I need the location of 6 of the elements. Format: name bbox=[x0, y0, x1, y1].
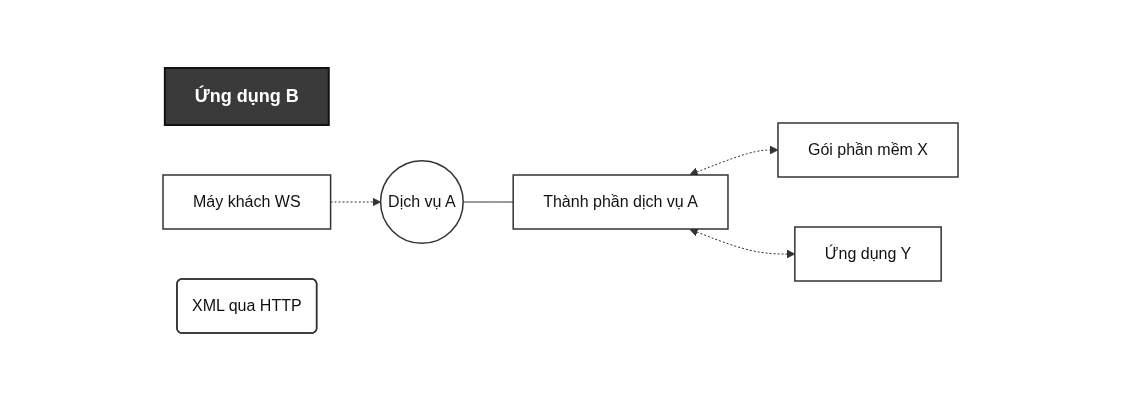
node-box: Thành phần dịch vụ A bbox=[512, 174, 729, 230]
node-box: Gói phần mềm X bbox=[777, 122, 959, 178]
node-circle: Dịch vụ A bbox=[379, 159, 464, 245]
node-box: Máy khách WS bbox=[162, 174, 332, 230]
node-box: Ứng dụng B bbox=[163, 67, 330, 126]
node-box: Ứng dụng Y bbox=[794, 226, 942, 282]
